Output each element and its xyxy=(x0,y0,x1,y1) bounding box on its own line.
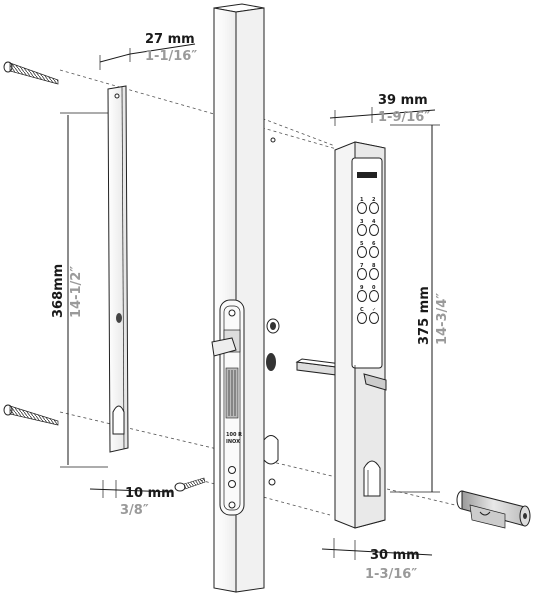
plate-height-in: 14-1/2″ xyxy=(69,266,84,318)
top-screw xyxy=(3,61,59,85)
dim-bottom-offset: 10 mm 3/8″ xyxy=(89,480,175,518)
top-width-in: 1-1/16″ xyxy=(145,49,197,64)
keypad-key xyxy=(369,290,379,302)
keypad-keys: 1 2 3 4 5 6 7 8 9 0C ✓ xyxy=(357,197,379,324)
keypad-key xyxy=(357,224,367,236)
keypad-key-label: ✓ xyxy=(372,307,376,313)
keypad-key xyxy=(357,268,367,280)
keypad-key-label: 2 xyxy=(372,197,376,203)
dim-plate-height: 368mm 14-1/2″ xyxy=(51,112,108,468)
top-width-mm: 27 mm xyxy=(145,32,195,47)
keypad-key-label: 8 xyxy=(372,263,376,269)
dim-keypad-width: 39 mm 1-9/16″ xyxy=(329,93,436,126)
keypad-key-label: 1 xyxy=(360,197,364,203)
keypad-key xyxy=(357,312,367,324)
keypad-key-label: 3 xyxy=(360,219,364,225)
plate-height-mm: 368mm xyxy=(51,264,66,318)
lock-cylinder xyxy=(456,490,531,529)
keypad-width-in: 1-9/16″ xyxy=(378,110,430,125)
keypad-height-mm: 375 mm xyxy=(417,286,432,345)
keypad-key xyxy=(357,246,367,258)
keypad-key xyxy=(369,268,379,280)
keypad-key-label: 9 xyxy=(360,285,364,291)
back-plate xyxy=(107,85,129,453)
dim-top-width: 27 mm 1-1/16″ xyxy=(99,32,197,70)
lock-label-2: INOX xyxy=(226,439,240,445)
keypad-key-label: 0 xyxy=(372,285,376,291)
keypad-key xyxy=(369,224,379,236)
keypad-key xyxy=(369,246,379,258)
dim-keypad-depth: 30 mm 1-3/16″ xyxy=(321,538,433,582)
small-screw xyxy=(174,477,206,492)
keypad-width-mm: 39 mm xyxy=(378,93,428,108)
keypad-key xyxy=(369,312,379,324)
lock-body: 100 R INOX xyxy=(211,299,245,516)
keypad-depth-mm: 30 mm xyxy=(370,548,420,563)
lock-label-1: 100 R xyxy=(226,432,242,438)
keypad-key xyxy=(357,202,367,214)
keypad-unit: 1 2 3 4 5 6 7 8 9 0C ✓ xyxy=(334,141,387,529)
keypad-key xyxy=(369,202,379,214)
bottom-offset-mm: 10 mm xyxy=(125,486,175,501)
keypad-key-label: 6 xyxy=(372,241,376,247)
keypad-key xyxy=(357,290,367,302)
dim-keypad-height: 375 mm 14-3/4″ xyxy=(390,124,450,493)
keypad-depth-in: 1-3/16″ xyxy=(365,567,417,582)
keypad-key-label: 4 xyxy=(372,219,376,225)
bottom-screw xyxy=(3,404,59,426)
keypad-key-label: 7 xyxy=(360,263,364,269)
keypad-key-label: 5 xyxy=(360,241,364,247)
keypad-height-in: 14-3/4″ xyxy=(435,293,450,345)
keypad-key-label: C xyxy=(360,307,364,313)
bottom-offset-in: 3/8″ xyxy=(120,503,149,518)
